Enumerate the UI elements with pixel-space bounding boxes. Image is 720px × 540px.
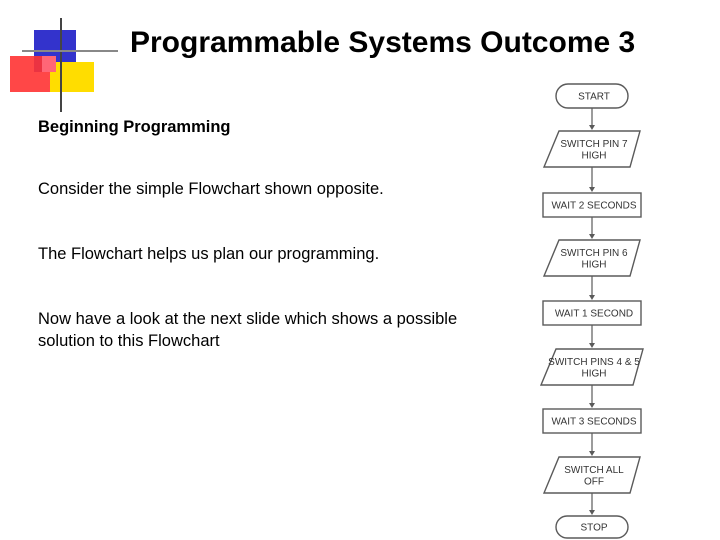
flow-node-switch-pins-4-5 xyxy=(539,348,644,386)
flow-node-switch-pin-7 xyxy=(542,130,641,168)
flow-node-label: WAIT 3 SECONDS xyxy=(551,417,636,428)
flow-arrowhead xyxy=(589,125,595,130)
flow-arrowhead xyxy=(589,510,595,515)
flow-node-wait-3-seconds xyxy=(542,408,642,434)
flow-arrowhead xyxy=(589,403,595,408)
slide-title: Programmable Systems Outcome 3 xyxy=(130,26,636,59)
flow-arrowhead xyxy=(589,343,595,348)
decor-overlap-square xyxy=(42,56,56,72)
decor-horizontal-line xyxy=(22,50,118,52)
flow-node-wait-2-seconds xyxy=(542,192,642,218)
flow-arrowhead xyxy=(589,234,595,239)
flow-arrowhead xyxy=(589,187,595,192)
flow-node-switch-pin-6 xyxy=(542,239,641,277)
flow-node-label: SWITCH PIN 6 xyxy=(560,248,628,259)
flow-node-label: SWITCH PIN 7 xyxy=(560,139,628,150)
paragraph-next-slide: Now have a look at the next slide which … xyxy=(38,310,458,350)
flow-node-label: HIGH xyxy=(582,368,607,379)
flow-node-label: STOP xyxy=(580,523,607,534)
flow-arrowhead xyxy=(589,451,595,456)
paragraph-consider: Consider the simple Flowchart shown oppo… xyxy=(38,180,384,198)
subtitle-beginning-programming: Beginning Programming xyxy=(38,118,231,136)
flow-node-label: WAIT 1 SECOND xyxy=(555,309,633,320)
flow-node-label: SWITCH ALL xyxy=(564,465,624,476)
flow-arrowhead xyxy=(589,295,595,300)
flow-node-wait-1-second xyxy=(542,300,642,326)
flow-node-stop xyxy=(555,515,629,539)
flow-node-label: WAIT 2 SECONDS xyxy=(551,201,636,212)
flow-node-start xyxy=(555,83,629,109)
decor-vertical-line xyxy=(60,18,62,112)
paragraph-plan: The Flowchart helps us plan our programm… xyxy=(38,245,380,263)
decor-yellow-square xyxy=(50,62,94,92)
flow-node-label: SWITCH PINS 4 & 5 xyxy=(548,357,640,368)
flow-node-label: START xyxy=(578,92,610,103)
flow-node-label: HIGH xyxy=(582,150,607,161)
flow-node-label: HIGH xyxy=(582,259,607,270)
flow-node-label: OFF xyxy=(584,476,604,487)
flow-node-switch-all-off xyxy=(542,456,641,494)
